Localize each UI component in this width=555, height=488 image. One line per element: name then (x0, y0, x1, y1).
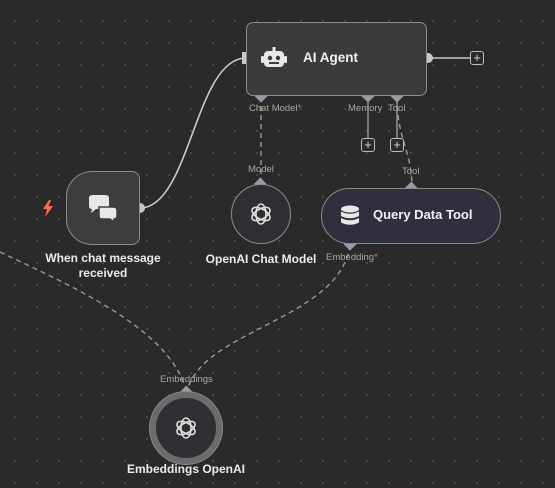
database-icon (340, 205, 360, 232)
lightning-bolt-icon (42, 200, 54, 221)
chat-trigger-caption: When chat message received (45, 251, 161, 280)
port-label-embedding: Embedding* (326, 252, 378, 263)
query-data-tool-node[interactable]: Query Data Tool (321, 188, 501, 244)
query-data-tool-title: Query Data Tool (373, 207, 473, 222)
openai-icon (248, 201, 274, 232)
add-memory-button[interactable]: + (361, 138, 375, 152)
port-label-embeddings: Embeddings (160, 374, 213, 385)
ai-agent-node[interactable]: AI Agent (246, 22, 427, 96)
embeddings-openai-caption: Embeddings OpenAI (126, 462, 245, 476)
port-label-model: Model (248, 164, 274, 175)
connection-embedding (186, 244, 351, 393)
port-label-tool-input: Tool (402, 166, 420, 177)
robot-icon (261, 47, 287, 76)
connection-trigger-to-agent (139, 57, 247, 209)
openai-icon (173, 415, 199, 446)
port-label-tool: Tool (388, 103, 406, 114)
embeddings-openai-node[interactable] (150, 392, 222, 464)
port-label-memory: Memory (348, 103, 383, 114)
ai-agent-title: AI Agent (303, 50, 358, 65)
add-tool-button[interactable]: + (390, 138, 404, 152)
chat-bubbles-icon (87, 194, 119, 227)
openai-chat-model-node[interactable] (231, 184, 291, 244)
add-output-node-button[interactable]: + (470, 51, 484, 65)
chat-trigger-node[interactable] (66, 171, 140, 245)
openai-chat-model-caption: OpenAI Chat Model (205, 252, 317, 266)
port-label-chat-model: Chat Model* (249, 103, 302, 114)
agent-input-port (242, 52, 248, 64)
